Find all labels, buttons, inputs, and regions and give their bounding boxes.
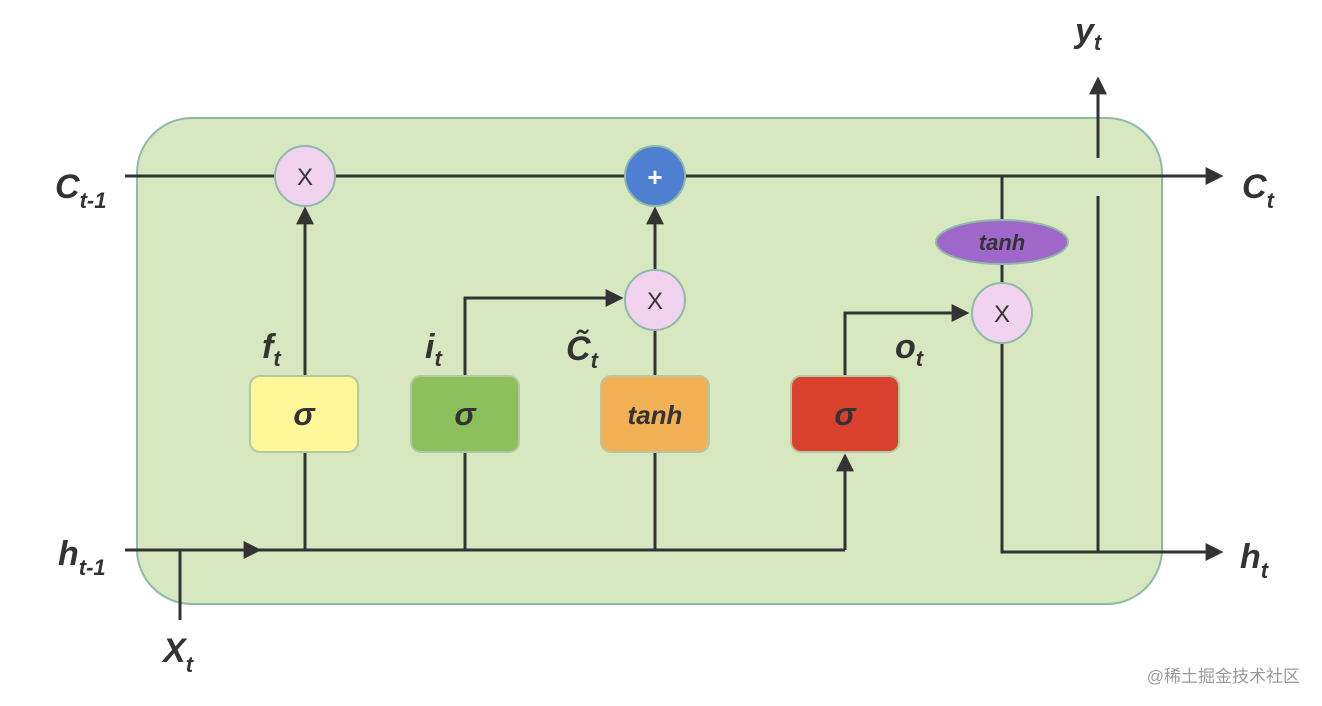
input-gate: σ (410, 375, 520, 453)
h-prev-label: ht-1 (58, 535, 106, 580)
candidate-output-label: C̃t (566, 329, 600, 373)
input-multiply-node: X (624, 269, 686, 331)
multiply-symbol: X (647, 288, 663, 315)
cell-body (136, 117, 1163, 605)
multiply-symbol: X (994, 301, 1010, 328)
h-next-label: ht (1240, 538, 1270, 583)
candidate-gate-label: tanh (628, 400, 683, 430)
multiply-symbol: X (297, 164, 313, 191)
forget-gate-output-label: ft (262, 328, 282, 371)
output-gate: σ (790, 375, 900, 453)
input-gate-output-label: it (425, 328, 443, 371)
c-next-label: Ct (1242, 168, 1276, 213)
forget-gate-label: σ (293, 396, 316, 432)
output-gate-label: σ (834, 396, 857, 432)
cell-tanh-node: tanh (935, 219, 1069, 265)
output-to-mult-line (843, 304, 970, 376)
candidate-gate: tanh (600, 375, 710, 453)
forget-multiply-node: X (274, 145, 336, 207)
y-output-label: yt (1073, 12, 1103, 55)
input-to-mult-line (463, 289, 624, 376)
c-prev-label: Ct-1 (55, 168, 106, 213)
h-out-line (1000, 344, 1224, 561)
forget-gate: σ (249, 375, 359, 453)
output-multiply-node: X (971, 282, 1033, 344)
watermark-text: @稀土掘金技术社区 (1147, 667, 1300, 686)
cell-tanh-label: tanh (979, 230, 1025, 255)
add-symbol: + (647, 162, 662, 192)
input-gate-label: σ (454, 396, 477, 432)
x-input-label: Xt (161, 632, 195, 677)
output-gate-output-label: ot (895, 328, 925, 371)
add-node: + (624, 145, 686, 207)
